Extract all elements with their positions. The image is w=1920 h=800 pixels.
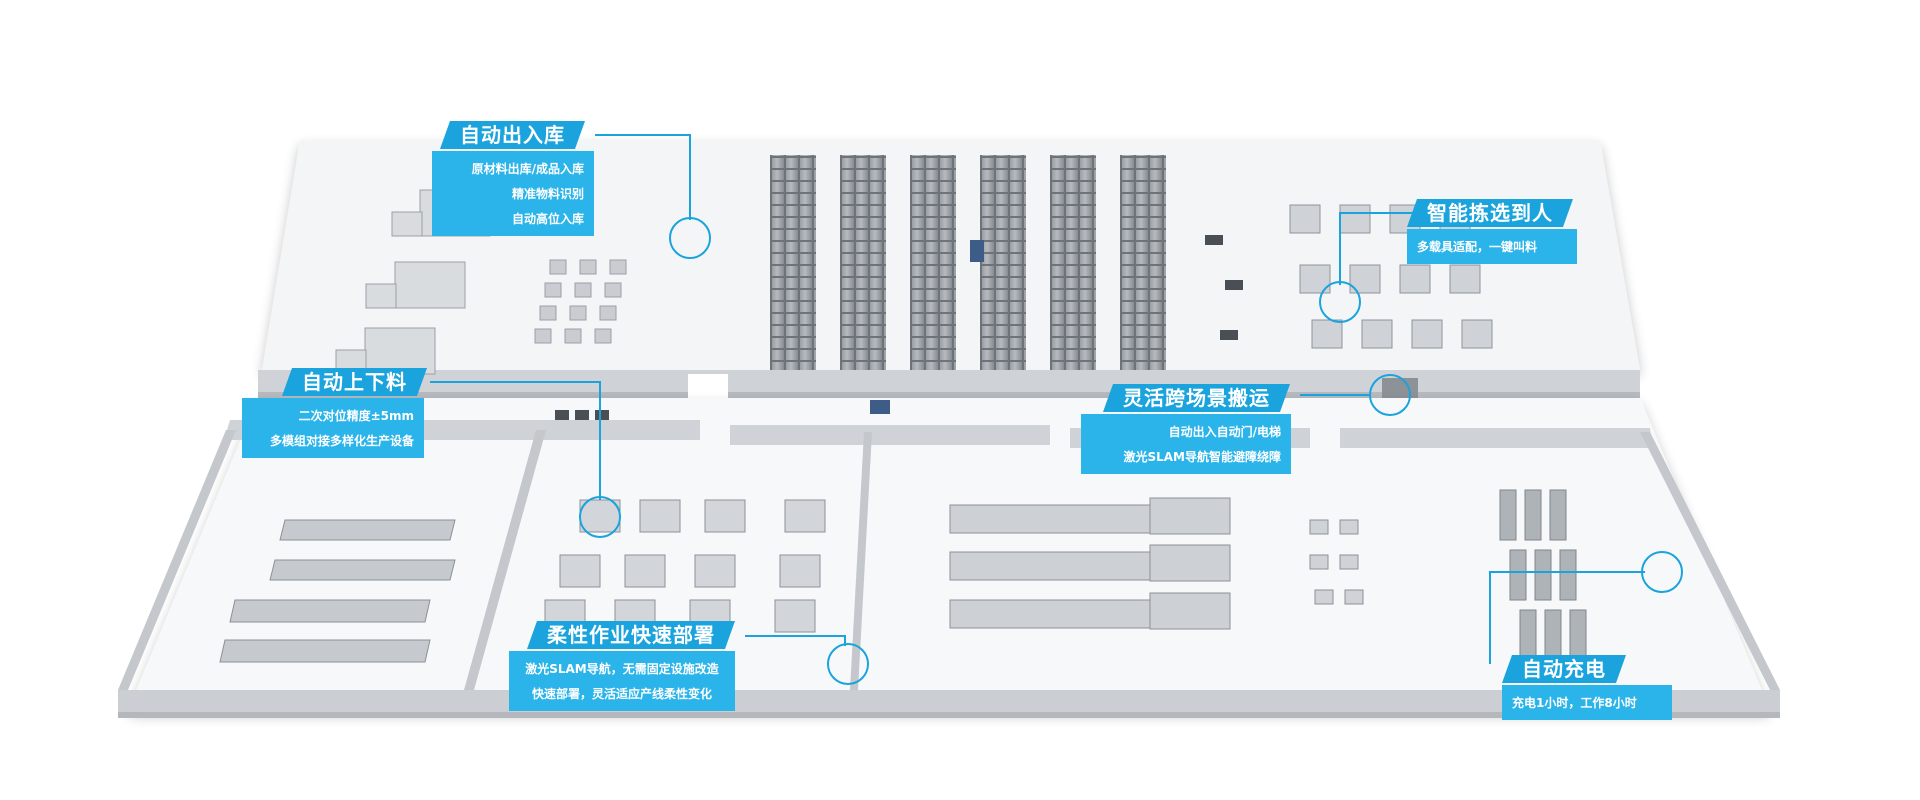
callout-line: 多载具适配，一键叫料 — [1417, 240, 1538, 254]
upper-front-wall — [258, 370, 1640, 392]
callout-line: 多模组对接多样化生产设备 — [269, 434, 414, 448]
door-opening — [688, 374, 728, 398]
focus-circle-picking — [1319, 281, 1361, 323]
assembly-lines — [219, 519, 456, 663]
focus-circle-loading — [579, 496, 621, 538]
material-shelves — [1499, 489, 1587, 661]
callout-line: 激光SLAM导航，无需固定设施改造 — [525, 662, 719, 676]
callout-title: 灵活跨场景搬运 — [1103, 384, 1290, 412]
leader-lines — [430, 134, 1683, 685]
storage-racks — [770, 155, 1166, 370]
callout-line: 原材料出库/成品入库 — [471, 162, 584, 176]
callout-title: 自动上下料 — [282, 368, 427, 396]
callout-title: 智能拣选到人 — [1407, 199, 1573, 227]
focus-circle-flexible — [827, 643, 869, 685]
callout-flexible: 柔性作业快速部署 激光SLAM导航，无需固定设施改造 快速部署，灵活适应产线柔性… — [509, 621, 735, 711]
callout-line: 激光SLAM导航智能避障绕障 — [1123, 450, 1281, 464]
callout-warehouse: 自动出入库 原材料出库/成品入库 精准物料识别 自动高位入库 — [432, 121, 594, 236]
workstations — [1309, 519, 1364, 605]
focus-circle-warehouse — [669, 217, 711, 259]
agv-robots — [555, 235, 1243, 420]
focus-circle-charging — [1641, 551, 1683, 593]
callout-line: 二次对位精度±5mm — [298, 409, 414, 423]
callout-title: 柔性作业快速部署 — [527, 621, 735, 649]
callout-charging: 自动充电 充电1小时，工作8小时 — [1502, 655, 1672, 720]
callout-title: 自动充电 — [1502, 655, 1626, 683]
callout-picking: 智能拣选到人 多载具适配，一键叫料 — [1407, 199, 1577, 264]
production-lines — [949, 497, 1231, 630]
callout-line: 精准物料识别 — [511, 187, 584, 201]
callout-line: 充电1小时，工作8小时 — [1512, 696, 1637, 710]
focus-circle-crossscene — [1369, 374, 1411, 416]
callout-line: 快速部署，灵活适应产线柔性变化 — [531, 687, 712, 701]
warehouse-carts — [534, 259, 627, 344]
callout-crossscene: 灵活跨场景搬运 自动出入自动门/电梯 激光SLAM导航智能避障绕障 — [1081, 384, 1291, 474]
callout-title: 自动出入库 — [440, 121, 585, 149]
callout-line: 自动高位入库 — [511, 212, 584, 226]
callout-line: 自动出入自动门/电梯 — [1168, 425, 1281, 439]
callout-loading: 自动上下料 二次对位精度±5mm 多模组对接多样化生产设备 — [242, 368, 427, 458]
